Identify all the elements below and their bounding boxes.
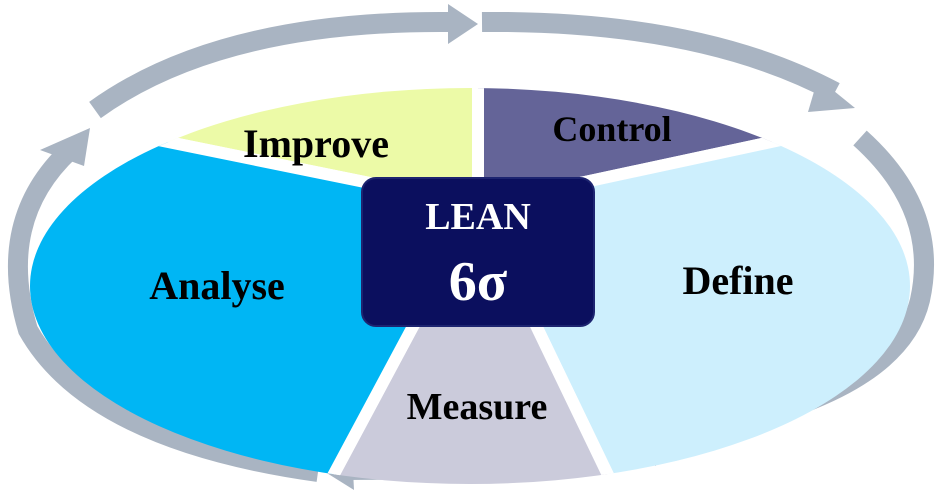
arrowhead-left (40, 128, 90, 166)
label-measure: Measure (407, 386, 548, 428)
center-box (361, 177, 595, 327)
arrowhead-top-left (448, 4, 478, 44)
label-analyse: Analyse (149, 263, 285, 308)
arrowhead-top-right (808, 78, 855, 112)
label-improve: Improve (243, 121, 389, 166)
arrow-top-left (89, 11, 451, 119)
arrow-top-right (481, 11, 840, 101)
center-title: LEAN (425, 196, 531, 238)
label-define: Define (682, 258, 793, 303)
arrow-left (8, 142, 320, 482)
label-control: Control (552, 109, 671, 149)
center-six-sigma: 6σ (449, 251, 508, 313)
